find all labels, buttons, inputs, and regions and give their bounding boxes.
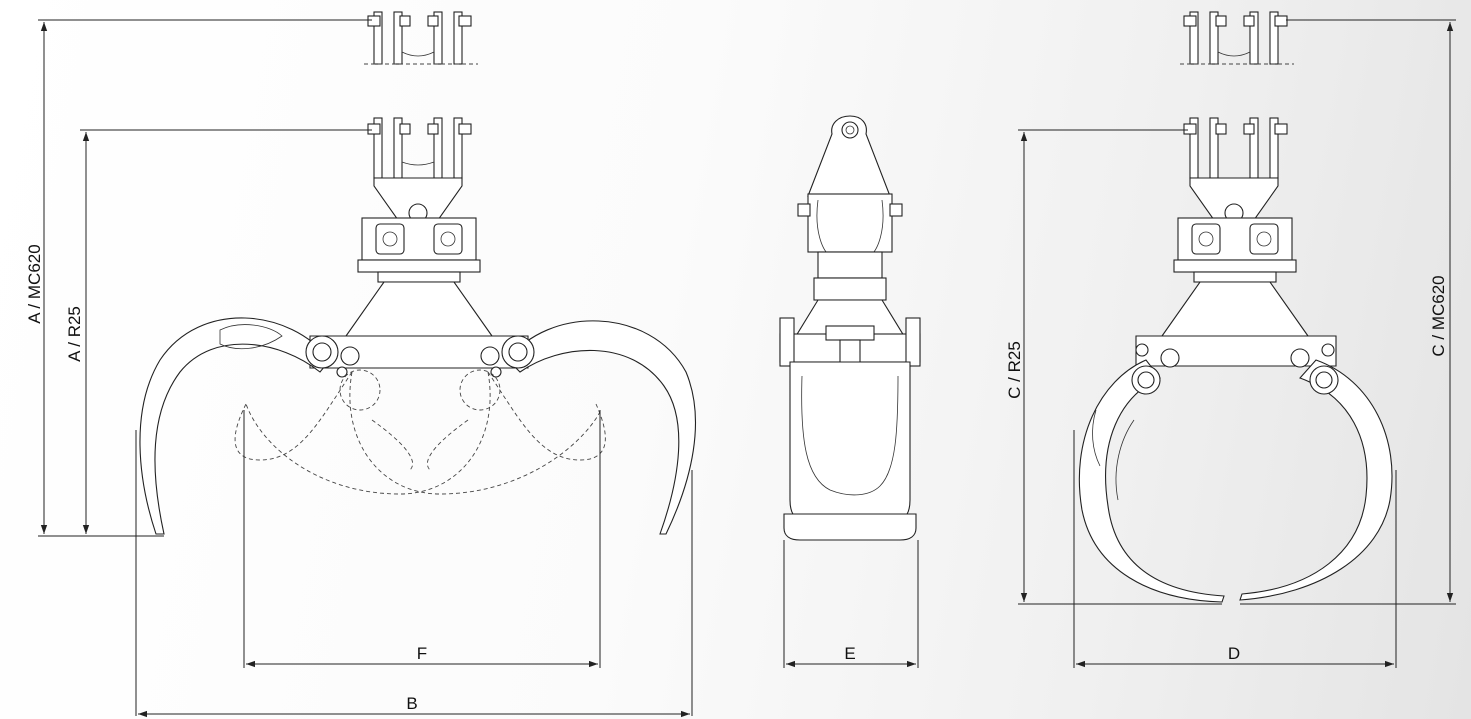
side-view bbox=[779, 115, 921, 541]
closed-pivot-right bbox=[1290, 343, 1339, 395]
dimension-a-mc620 bbox=[38, 19, 372, 537]
top-link-mc620-right bbox=[1180, 11, 1294, 65]
closed-tine-right bbox=[1239, 359, 1393, 601]
pivot-right bbox=[480, 335, 535, 378]
link-r25-right bbox=[1183, 117, 1288, 223]
dimension-c-mc620 bbox=[1240, 19, 1456, 605]
label-a-r25: A / R25 bbox=[65, 306, 84, 362]
label-e: E bbox=[844, 644, 855, 663]
closed-grapple-view bbox=[1078, 11, 1393, 603]
open-grapple-view bbox=[139, 11, 696, 535]
label-b: B bbox=[406, 694, 417, 713]
closed-tine-left bbox=[1078, 359, 1225, 603]
label-c-mc620: C / MC620 bbox=[1429, 275, 1448, 356]
label-c-r25: C / R25 bbox=[1005, 341, 1024, 399]
dimension-f bbox=[243, 410, 601, 668]
dimension-d bbox=[1073, 430, 1397, 668]
dimension-c-r25 bbox=[1018, 129, 1222, 605]
label-d: D bbox=[1228, 644, 1240, 663]
link-r25-left bbox=[367, 117, 472, 223]
rotator-right bbox=[1160, 217, 1310, 337]
dimension-e bbox=[783, 540, 919, 668]
rotator-left bbox=[344, 217, 494, 337]
label-a-mc620: A / MC620 bbox=[25, 244, 44, 323]
pivot-left bbox=[305, 335, 360, 378]
dimension-a-r25 bbox=[80, 129, 372, 534]
tine-right bbox=[507, 320, 696, 535]
closed-position-dashed bbox=[234, 369, 606, 495]
tine-left bbox=[139, 317, 331, 535]
label-f: F bbox=[417, 644, 427, 663]
dimension-b bbox=[135, 430, 693, 718]
closed-pivot-left bbox=[1131, 343, 1180, 395]
top-link-mc620-left bbox=[364, 11, 478, 65]
